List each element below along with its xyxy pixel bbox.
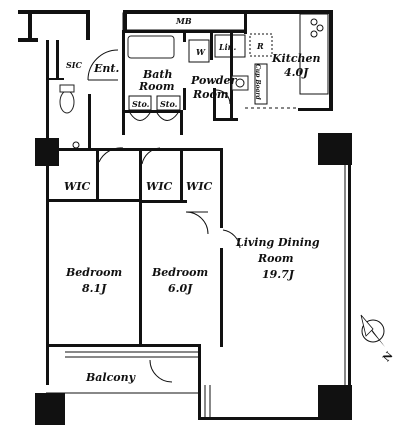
cupboard-label: Cup Board xyxy=(254,64,261,101)
washer-label: W xyxy=(196,47,206,57)
storage-right-label: Sto. xyxy=(160,99,178,109)
sic-label: SIC xyxy=(66,60,83,70)
walls xyxy=(18,10,352,425)
kitchen-name-label: Kitchen xyxy=(271,52,321,65)
compass-north-label: N xyxy=(381,350,395,364)
living-size-label: 19.7J xyxy=(262,268,295,281)
bath-label-line2: Room xyxy=(138,80,174,93)
bedroom2-size-label: 6.0J xyxy=(168,282,193,295)
kitchen-size-label: 4.0J xyxy=(284,66,309,79)
living-label-line2: Room xyxy=(257,252,293,265)
refrigerator-label: R xyxy=(256,41,264,51)
bedroom1-name-label: Bedroom xyxy=(65,266,122,279)
wic-left-label: WIC xyxy=(64,180,90,193)
entrance-label: Ent. xyxy=(93,62,119,75)
bedroom1-size-label: 8.1J xyxy=(82,282,107,295)
bedroom2-name-label: Bedroom xyxy=(151,266,208,279)
living-label-line1: Living Dining xyxy=(235,236,320,249)
north-compass-icon: N xyxy=(360,314,396,364)
wic-right-label: WIC xyxy=(186,180,212,193)
linen-label: Lin. xyxy=(218,42,236,52)
bath-label-line1: Bath xyxy=(142,68,173,81)
powder-label-line2: Room xyxy=(192,88,228,101)
wic-middle-label: WIC xyxy=(146,180,172,193)
fixtures xyxy=(46,12,346,417)
powder-label-line1: Powder xyxy=(190,74,237,87)
storage-left-label: Sto. xyxy=(132,99,150,109)
balcony-label: Balcony xyxy=(85,371,137,384)
mb-label: MB xyxy=(175,16,192,26)
